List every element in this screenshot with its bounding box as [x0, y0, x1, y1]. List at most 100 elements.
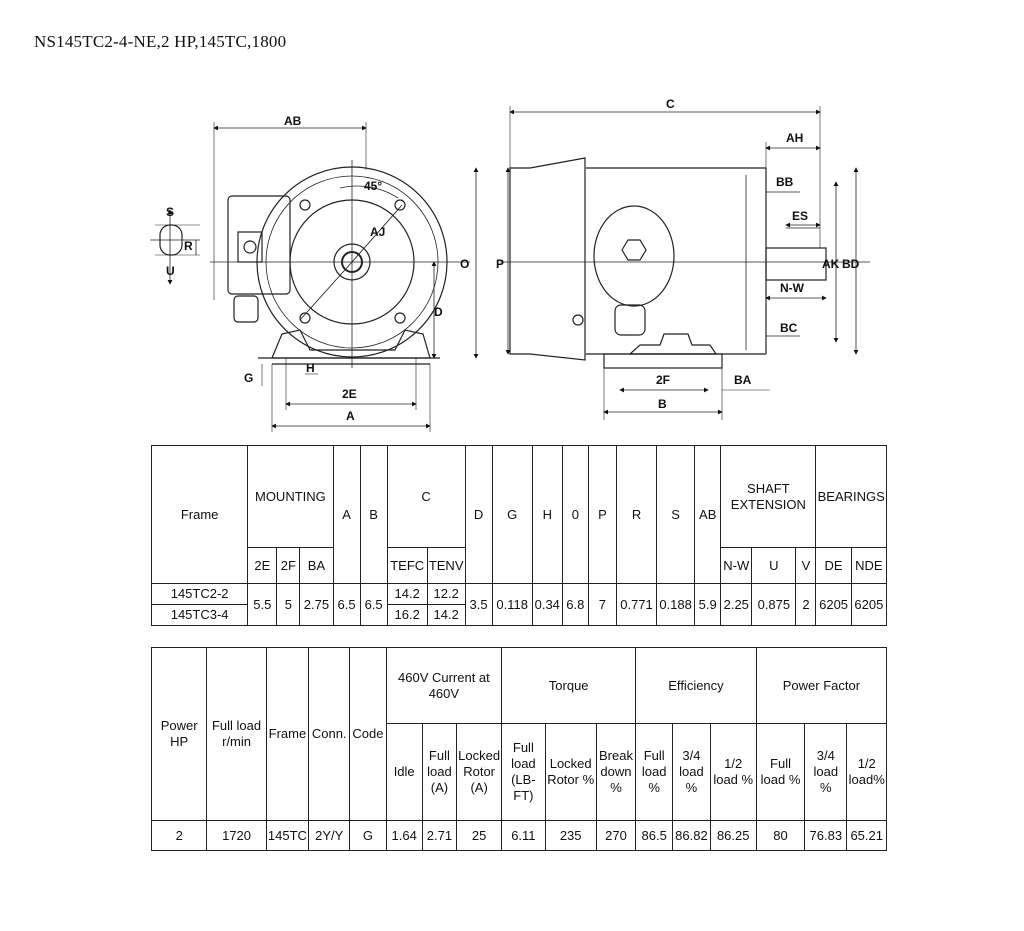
label-b: B [658, 397, 667, 411]
subheader-nw: N-W [720, 547, 753, 584]
page-title: NS145TC2-4-NE,2 HP,145TC,1800 [34, 32, 287, 51]
label-u: U [166, 264, 175, 278]
cable-gland [233, 295, 259, 323]
header-0: 0 [561, 445, 589, 584]
value-eff-12: 86.25 [709, 820, 757, 851]
header-bearings: BEARINGS [815, 445, 887, 548]
header-torque: Torque [501, 647, 637, 724]
label-o: O [460, 257, 469, 271]
mounting-foot-side [628, 333, 718, 355]
motor-dimension-drawing: AB S R U 45° AJ O D G H 2E A [150, 97, 870, 432]
subheader-nde: NDE [850, 547, 888, 584]
subheader-full-load-a: Full load (A) [421, 723, 458, 821]
subheader-pf-12: 1/2 load% [846, 723, 887, 821]
end-bell [509, 157, 586, 361]
value-v: 2 [795, 583, 817, 626]
subheader-full-load-lbft: Full load (LB-FT) [501, 723, 546, 821]
label-a: A [346, 409, 355, 423]
value-de: 6205 [815, 583, 852, 626]
side-view [500, 106, 870, 420]
value-s: 0.188 [656, 583, 696, 626]
cable-gland-side [614, 304, 646, 336]
header-s: S [656, 445, 696, 584]
terminal-box [227, 195, 291, 295]
label-h: H [306, 361, 315, 375]
label-ba: BA [734, 373, 752, 387]
label-ab: AB [284, 114, 302, 128]
value-pf-12: 65.21 [846, 820, 887, 851]
value-2f: 5 [276, 583, 301, 626]
value-conn: 2Y/Y [308, 820, 351, 851]
label-bb: BB [776, 175, 794, 189]
value-full-load-lbft: 6.11 [501, 820, 546, 851]
label-2f: 2F [656, 373, 670, 387]
label-p: P [496, 257, 504, 271]
label-r: R [184, 239, 193, 253]
header-code: Code [349, 647, 387, 821]
flange-bolt-holes [299, 199, 406, 324]
header-frame: Frame [265, 647, 310, 821]
label-ak: AK [822, 257, 840, 271]
subheader-pf-34: 3/4 load % [804, 723, 848, 821]
label-g: G [244, 371, 253, 385]
value-locked-rotor-a: 25 [456, 820, 503, 851]
value-u: 0.875 [751, 583, 797, 626]
frame-145tc2-2: 145TC2-2 [150, 583, 249, 605]
header-ab: AB [694, 445, 722, 584]
subheader-idle: Idle [385, 723, 423, 821]
header-p: P [587, 445, 617, 584]
value-ab: 5.9 [694, 583, 722, 626]
value-nde: 6205 [850, 583, 888, 626]
label-2e: 2E [342, 387, 357, 401]
header-h: H [531, 445, 563, 584]
value-0: 6.8 [561, 583, 589, 626]
terminal-box-side [593, 205, 675, 307]
value-b: 6.5 [359, 583, 388, 626]
value-2e: 5.5 [247, 583, 278, 626]
value-ba: 2.75 [299, 583, 334, 626]
value-code: G [349, 820, 387, 851]
shaft [765, 247, 827, 281]
subheader-ba: BA [299, 547, 334, 584]
value-full-load-a: 2.71 [421, 820, 458, 851]
header-b: B [359, 445, 388, 584]
value-eff-full: 86.5 [635, 820, 674, 851]
value-c-tenv-1: 12.2 [426, 583, 466, 605]
subheader-tefc: TEFC [386, 547, 428, 584]
subheader-pf-full: Full load % [755, 723, 806, 821]
subheader-v: V [795, 547, 817, 584]
label-aj: AJ [370, 225, 385, 239]
value-a: 6.5 [332, 583, 361, 626]
header-g: G [491, 445, 533, 584]
header-full-load-rpm: Full load r/min [206, 647, 267, 821]
subheader-2f: 2F [276, 547, 301, 584]
header-conn: Conn. [308, 647, 351, 821]
subheader-locked-rotor-pct: Locked Rotor % [544, 723, 597, 821]
subheader-eff-34: 3/4 load % [672, 723, 711, 821]
mounting-feet [271, 329, 431, 359]
value-rpm: 1720 [206, 820, 267, 851]
value-c-tefc-2: 16.2 [386, 604, 428, 626]
subheader-breakdown-pct: Break down % [595, 723, 637, 821]
value-idle: 1.64 [385, 820, 423, 851]
label-nw: N-W [780, 281, 805, 295]
header-mounting: MOUNTING [247, 445, 334, 548]
value-eff-34: 86.82 [672, 820, 711, 851]
subheader-tenv: TENV [426, 547, 466, 584]
header-shaft-extension: SHAFT EXTENSION [720, 445, 817, 548]
header-current-460v: 460V Current at 460V [385, 647, 503, 724]
value-nw: 2.25 [720, 583, 753, 626]
value-power: 2 [150, 820, 208, 851]
label-bc: BC [780, 321, 798, 335]
value-pf-34: 76.83 [804, 820, 848, 851]
value-g: 0.118 [491, 583, 533, 626]
subheader-2e: 2E [247, 547, 278, 584]
subheader-locked-rotor-a: Locked Rotor (A) [456, 723, 503, 821]
value-breakdown-pct: 270 [595, 820, 637, 851]
frame-145tc3-4: 145TC3-4 [150, 604, 249, 626]
value-h: 0.34 [531, 583, 563, 626]
value-c-tenv-2: 14.2 [426, 604, 466, 626]
header-frame: Frame [150, 445, 249, 584]
label-bd: BD [842, 257, 860, 271]
header-c: C [386, 445, 466, 548]
